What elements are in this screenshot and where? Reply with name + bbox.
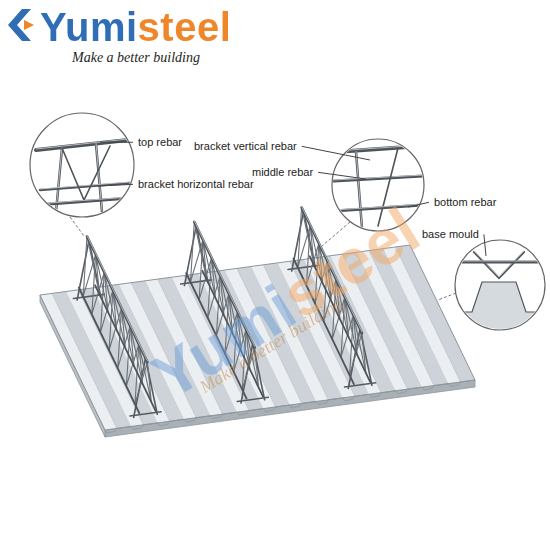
bracket-vertical-rebar <box>360 329 372 385</box>
part-label: top rebar <box>136 136 184 149</box>
brand-logo: Yumisteel <box>40 4 231 50</box>
bracket-vertical-rebar-shine <box>56 147 62 211</box>
top-rebar <box>335 146 422 152</box>
logo-accent <box>24 20 34 30</box>
leader-line <box>98 184 133 186</box>
steel-truss <box>73 235 161 417</box>
leader-line <box>302 146 370 160</box>
middle-rebar-shine <box>334 175 424 180</box>
top-rebar <box>87 236 147 362</box>
part-label: bracket vertical rebar <box>192 140 299 153</box>
top-rebar-shine <box>87 235 147 361</box>
bottom-rebar-shine <box>462 261 540 262</box>
part-label: middle rebar <box>250 166 315 179</box>
callout-detail <box>452 251 548 340</box>
web-rebar <box>62 146 110 200</box>
base-mould <box>452 282 548 340</box>
leader-lines <box>98 142 486 256</box>
bracket-horizontal-rebar <box>237 397 268 401</box>
top-rebar-shine <box>36 139 128 149</box>
brand-tagline: Make a better building <box>72 50 200 66</box>
leader-line <box>484 234 486 256</box>
web-rebar <box>87 236 151 401</box>
top-rebar-shine <box>335 145 422 151</box>
top-rebar <box>36 140 128 150</box>
watermark: Yumisteel <box>140 194 432 415</box>
bracket-horizontal-rebar <box>130 412 161 416</box>
bottom-rebar-shine <box>36 197 130 204</box>
leader-line <box>318 172 366 179</box>
callout-circle <box>30 113 134 217</box>
bottom-rebar-shine <box>474 251 524 277</box>
part-label: bracket horizontal rebar <box>136 178 256 191</box>
bracket-horizontal-rebar <box>40 183 130 190</box>
leader-line <box>100 142 133 143</box>
bracket-horizontal-rebar <box>345 383 376 387</box>
bottom-rebar <box>36 198 130 205</box>
logo-icon <box>8 9 34 41</box>
leader-line <box>408 202 429 207</box>
bottom-rebar <box>462 261 540 264</box>
dashed-leader <box>70 217 84 236</box>
bottom-rebar <box>474 252 524 278</box>
dashed-leader <box>438 293 456 300</box>
part-label: base mould <box>420 228 481 241</box>
callout-detail <box>36 139 130 212</box>
part-label: bottom rebar <box>432 196 498 209</box>
